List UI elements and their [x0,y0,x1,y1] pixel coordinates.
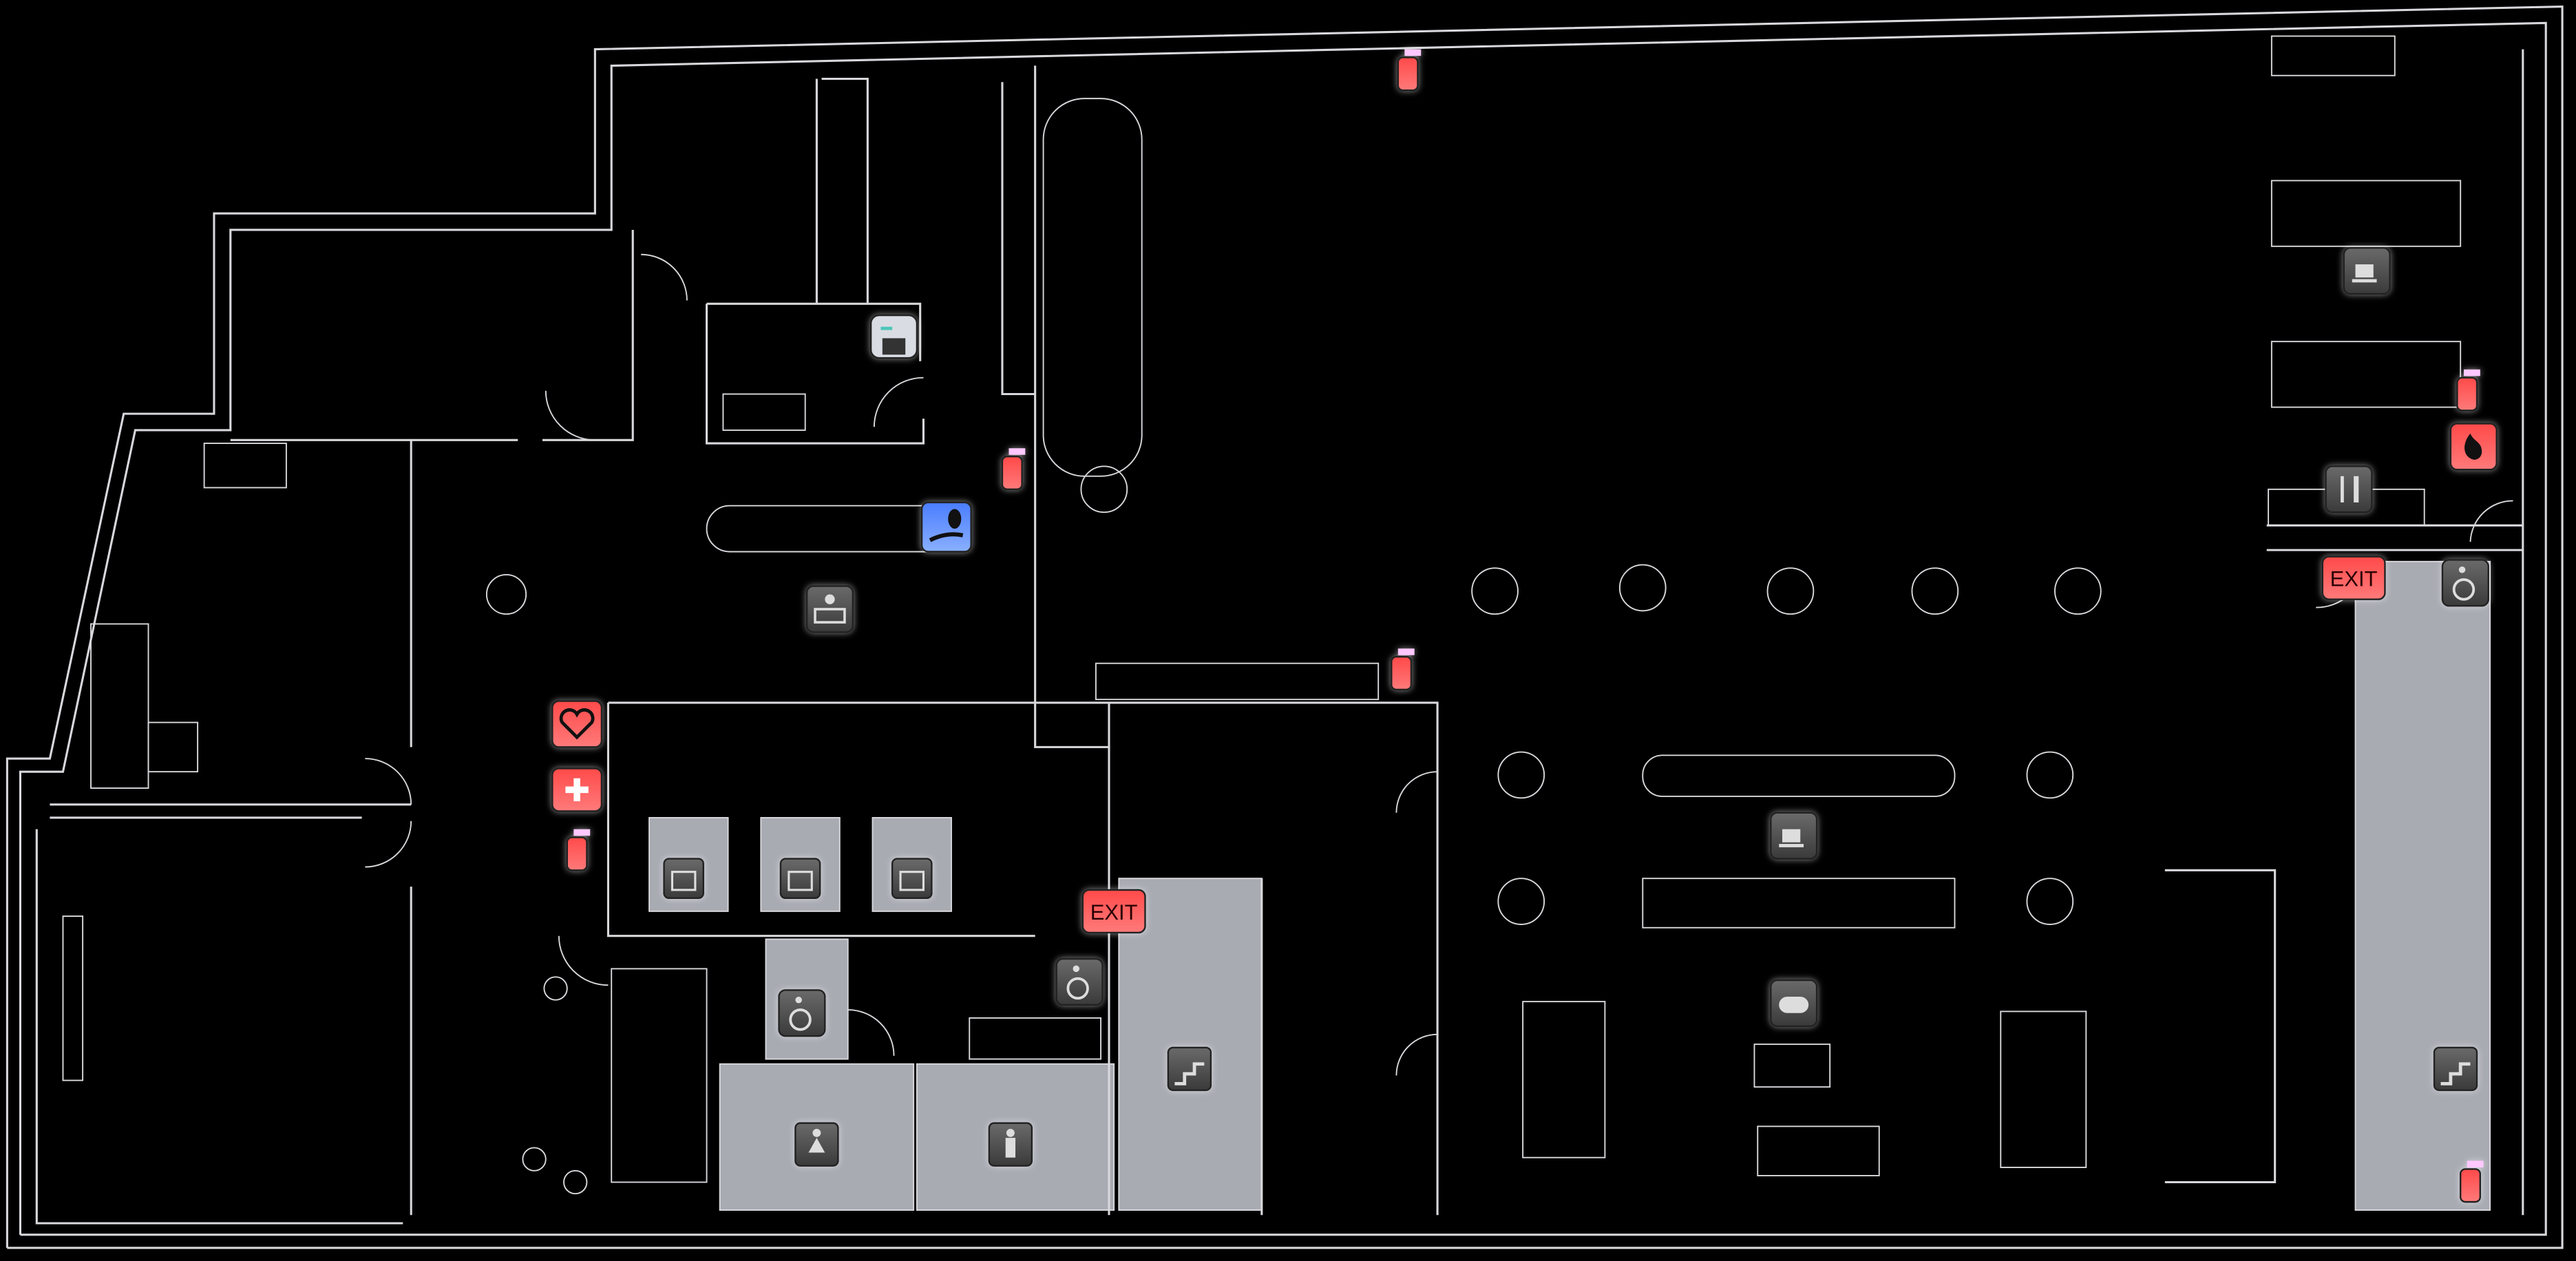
walls [6,5,2564,1249]
exit-sign-icon [2321,555,2386,600]
exit-sign-icon [1081,889,1146,934]
stairs-icon[interactable] [2433,1046,2478,1092]
fire-extinguisher-icon[interactable] [2456,369,2480,412]
stairwell-left [1118,878,1263,1211]
game-controller-icon[interactable] [1770,979,1818,1028]
stairs-icon[interactable] [1167,1046,1212,1092]
stairwell-right [2354,560,2491,1211]
hand-sanitizer-icon[interactable] [920,501,972,553]
shaded-rooms [648,560,2491,1211]
exit-sign-label: EXIT [2330,567,2378,591]
coffee-cup-icon[interactable] [2343,247,2391,295]
coffee-cup-icon[interactable] [1770,812,1818,860]
fork-knife-icon[interactable] [2325,465,2373,513]
female-restroom-icon[interactable] [794,1122,839,1167]
fire-extinguisher-icon[interactable] [2459,1161,2484,1203]
reception-desk-icon[interactable] [805,585,854,633]
printer-icon[interactable] [869,314,918,359]
fire-extinguisher-icon[interactable] [1397,49,1422,92]
fire-extinguisher-icon[interactable] [1391,648,1415,691]
male-restroom-icon[interactable] [988,1122,1033,1167]
fire-extinguishers [566,49,2484,1203]
first-aid-kit-icon[interactable] [551,767,603,812]
elevator-icon[interactable] [891,858,933,900]
wheelchair-icon[interactable] [1055,957,1104,1006]
exit-sign-label: EXIT [1090,900,1138,924]
fire-extinguisher-icon[interactable] [1001,448,1026,491]
wheelchair-icon[interactable] [778,989,826,1037]
elevator-icon[interactable] [663,858,704,900]
elevator-icon[interactable] [779,858,821,900]
fire-alarm-icon[interactable] [2449,423,2498,471]
exit-sign-left[interactable]: EXIT [1081,889,1146,934]
poi-icons [551,247,2498,1167]
heart-pulse-icon[interactable] [551,700,603,748]
exit-sign-right[interactable]: EXIT [2321,555,2386,600]
furniture [62,35,2462,1195]
tables [485,564,2102,1195]
wheelchair-icon[interactable] [2441,559,2489,607]
fire-extinguisher-icon[interactable] [566,829,591,871]
